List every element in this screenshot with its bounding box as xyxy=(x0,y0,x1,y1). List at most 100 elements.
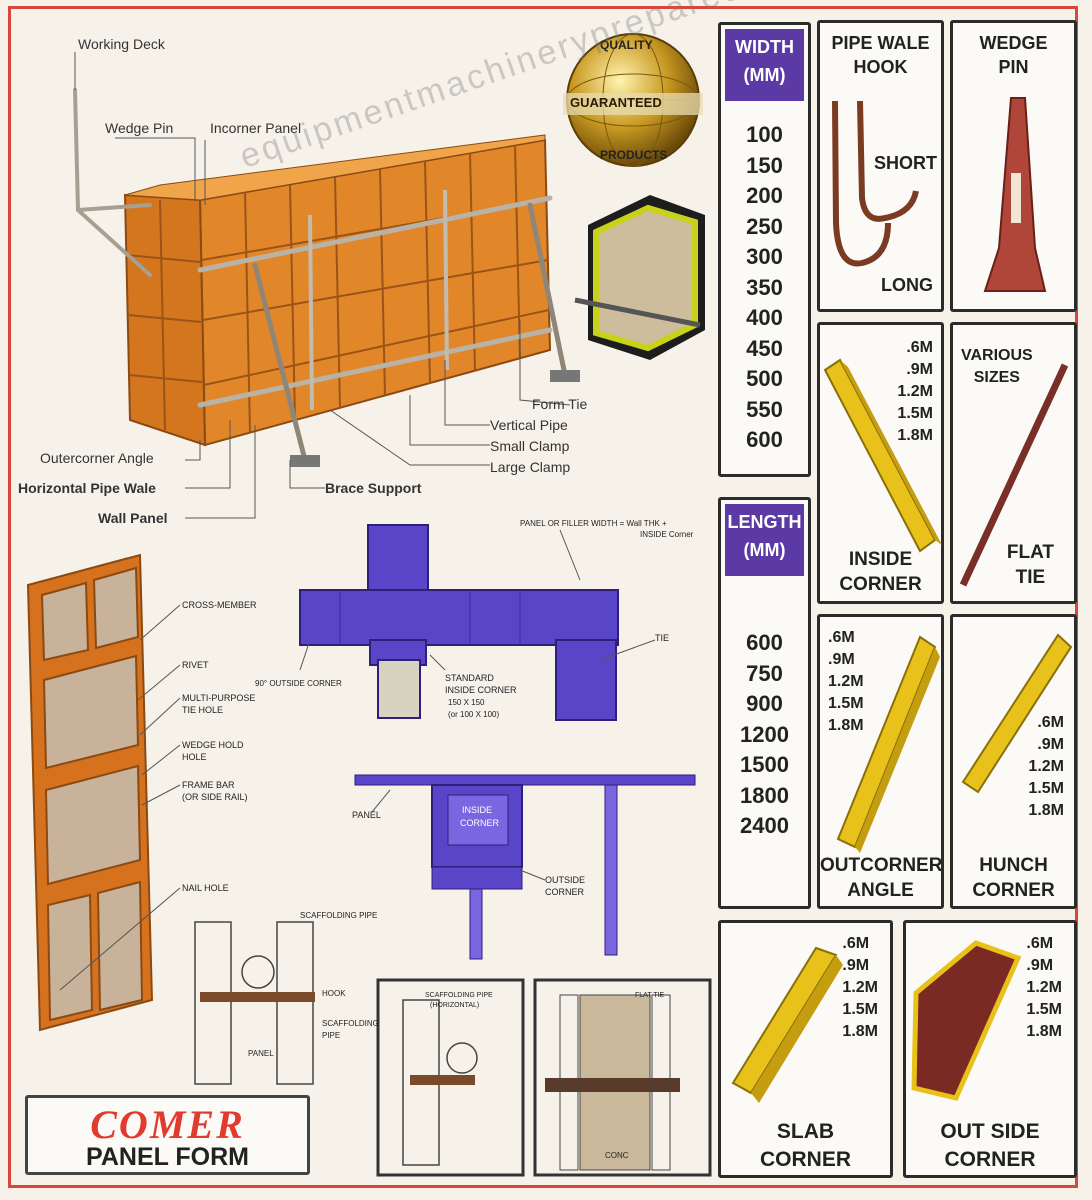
seal-text-bottom: PRODUCTS xyxy=(600,148,668,162)
hunch-corner-icon xyxy=(961,633,1073,794)
outcorner-item: 1.2M xyxy=(828,673,864,690)
label-side-rail: (OR SIDE RAIL) xyxy=(182,792,248,802)
label-scaffolding-horizontal: SCAFFOLDING PIPE xyxy=(425,992,493,999)
outcorner-angle-icon xyxy=(836,635,940,853)
slab-item: 1.5M xyxy=(842,1001,878,1018)
label-horizontal-pipe-wale: Horizontal Pipe Wale xyxy=(18,480,156,496)
label-tie-hole: TIE HOLE xyxy=(182,705,224,715)
label-rivet: RIVET xyxy=(182,660,209,670)
slab-item: .9M xyxy=(842,957,870,974)
wedge-pin-title2: PIN xyxy=(998,57,1029,77)
label-small-clamp: Small Clamp xyxy=(490,438,570,454)
slab-item: 1.8M xyxy=(842,1023,878,1040)
label-nail-hole: NAIL HOLE xyxy=(182,883,229,893)
label-outercorner-angle: Outercorner Angle xyxy=(40,450,154,466)
hook-short-label: SHORT xyxy=(874,153,937,173)
width-item: 350 xyxy=(746,274,783,300)
outcorner-cap2: ANGLE xyxy=(847,880,914,901)
outcorner-item: 1.5M xyxy=(828,695,864,712)
label-standard: STANDARD xyxy=(445,673,494,683)
hook-long-label: LONG xyxy=(881,275,933,295)
hook-icon xyxy=(832,100,919,267)
length-item: 1800 xyxy=(740,782,789,808)
label-frame-bar: FRAME BAR xyxy=(182,780,235,790)
outcorner-cap1: OUTCORNER xyxy=(820,855,943,876)
label-hook: HOOK xyxy=(322,989,346,998)
length-item: 1500 xyxy=(740,752,789,777)
hunch-item: .6M xyxy=(1037,714,1064,731)
label-form-tie: Form Tie xyxy=(532,396,588,412)
label-section-corner: CORNER xyxy=(460,818,500,828)
label-multi-purpose: MULTI-PURPOSE xyxy=(182,693,256,703)
label-section-outside: OUTSIDE xyxy=(545,875,586,885)
slab-item: .6M xyxy=(842,935,870,952)
wall-formwork-diagram xyxy=(73,52,580,519)
pipe-wale-title1: PIPE WALE xyxy=(831,33,930,53)
pipe-wale-hook-card: PIPE WALE HOOK SHORT LONG xyxy=(817,20,944,312)
outside-item: .9M xyxy=(1026,957,1054,974)
label-vertical-pipe: Vertical Pipe xyxy=(490,417,568,433)
brand-name: COMER xyxy=(90,1102,245,1147)
label-inside-corner: INSIDE CORNER xyxy=(445,685,517,695)
outside-item: 1.8M xyxy=(1026,1023,1062,1040)
flat-tie-cap1: FLAT xyxy=(1006,542,1054,563)
width-item: 450 xyxy=(746,335,783,361)
hunch-cap1: HUNCH xyxy=(979,855,1048,876)
length-header: LENGTH xyxy=(727,512,802,532)
label-pipe: PIPE xyxy=(322,1031,341,1040)
label-section-panel: PANEL xyxy=(352,810,381,820)
wedge-pin-icon xyxy=(983,97,1047,292)
seal-text-top: QUALITY xyxy=(600,38,653,52)
outside-item: 1.5M xyxy=(1026,1001,1062,1018)
wedge-pin-title1: WEDGE xyxy=(979,33,1048,53)
label-tie: TIE xyxy=(655,633,670,643)
inside-corner-item: .6M xyxy=(906,339,933,356)
out-side-corner-icon xyxy=(911,940,1022,1101)
label-conc: CONC xyxy=(605,1151,629,1160)
flat-tie-top1: VARIOUS xyxy=(961,347,1033,364)
hunch-item: 1.2M xyxy=(1028,758,1064,775)
width-unit: (MM) xyxy=(743,65,786,85)
label-dim1: 150 X 150 xyxy=(448,698,485,707)
inside-corner-item: 1.8M xyxy=(897,427,933,444)
width-item: 600 xyxy=(746,427,783,452)
outcorner-item: .9M xyxy=(828,651,855,668)
out-side-cap1: OUT SIDE xyxy=(940,1120,1040,1143)
slab-corner-icon xyxy=(731,946,843,1103)
inside-corner-item: 1.5M xyxy=(897,405,933,422)
label-detail-panel: PANEL xyxy=(248,1049,274,1058)
flat-tie-cap2: TIE xyxy=(1015,567,1046,588)
flat-tie-card: VARIOUS SIZES FLAT TIE xyxy=(950,322,1077,604)
length-item: 900 xyxy=(746,691,783,716)
label-outside-corner-90: 90° OUTSIDE CORNER xyxy=(255,679,342,688)
seal-text-mid: GUARANTEED xyxy=(570,95,662,110)
inside-corner-icon xyxy=(823,358,942,553)
label-horizontal: (HORIZONTAL) xyxy=(430,1002,480,1009)
label-scaffolding: SCAFFOLDING xyxy=(322,1019,379,1028)
width-item: 100 xyxy=(746,122,783,147)
width-item: 150 xyxy=(746,152,783,178)
label-section-inside: INSIDE xyxy=(462,805,493,815)
label-wedge-hold: WEDGE HOLD xyxy=(182,740,244,750)
hunch-item: .9M xyxy=(1037,736,1064,753)
label-panel-width: PANEL OR FILLER WIDTH = Wall THK + xyxy=(520,519,667,528)
inside-corner-cap2: CORNER xyxy=(839,574,922,595)
width-item: 500 xyxy=(746,366,783,391)
label-brace-support: Brace Support xyxy=(325,480,422,496)
flat-tie-top2: SIZES xyxy=(973,369,1020,386)
slab-cap1: SLAB xyxy=(776,1120,835,1143)
label-wall-panel: Wall Panel xyxy=(98,510,168,526)
outside-item: 1.2M xyxy=(1026,979,1062,996)
width-item: 550 xyxy=(746,396,783,422)
